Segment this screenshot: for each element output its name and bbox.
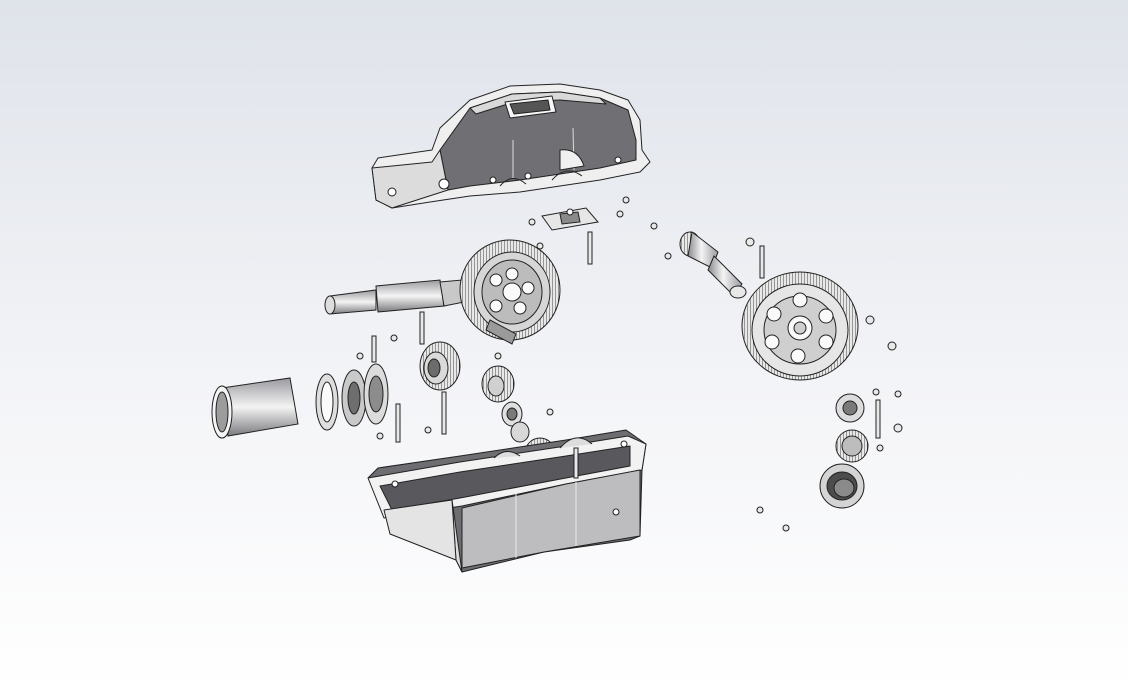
nut[interactable] [616,210,624,218]
large-spur-gear[interactable] [741,271,859,381]
nut[interactable] [876,444,884,452]
bolt[interactable] [371,335,377,363]
bolt[interactable] [441,391,447,435]
nut[interactable] [356,352,364,360]
nut[interactable] [872,388,880,396]
nut[interactable] [894,390,902,398]
nut[interactable] [745,237,755,247]
nut[interactable] [536,242,544,250]
housing-cover[interactable] [371,83,651,209]
nut[interactable] [376,432,384,440]
nut[interactable] [390,334,398,342]
bearing-cup[interactable] [419,341,461,391]
input-sleeve[interactable] [211,377,299,439]
housing-base[interactable] [367,429,647,573]
bolts[interactable] [356,196,903,532]
nut[interactable] [782,524,790,532]
nut[interactable] [528,218,536,226]
nut[interactable] [494,352,502,360]
end-cover-gasket[interactable] [315,363,389,431]
small-pinion[interactable] [481,365,515,403]
bolt[interactable] [395,403,401,443]
bolt[interactable] [587,231,593,265]
nut[interactable] [756,506,764,514]
inspection-cover-plate[interactable] [541,207,599,231]
nut[interactable] [650,222,658,230]
pinion-shaft[interactable] [324,279,465,315]
bolt[interactable] [759,245,765,279]
nut[interactable] [893,423,903,433]
nut[interactable] [546,408,554,416]
nut[interactable] [622,196,630,204]
bolt[interactable] [875,399,881,439]
nut[interactable] [664,252,672,260]
bevel-gear[interactable] [459,239,561,345]
bolt[interactable] [419,311,425,345]
nut[interactable] [424,426,432,434]
nut[interactable] [887,341,897,351]
intermediate-shaft[interactable] [679,231,747,299]
bolt[interactable] [573,447,579,479]
nut[interactable] [865,315,875,325]
